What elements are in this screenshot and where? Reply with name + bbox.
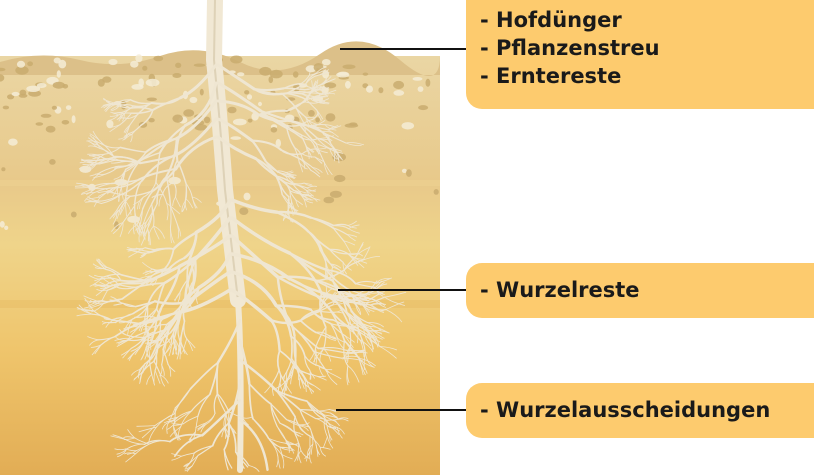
pebble <box>153 56 163 62</box>
pebble <box>72 115 76 123</box>
callout-surface-inputs: - Hofdünger - Pflanzenstreu - Erntereste <box>466 0 814 109</box>
pebble <box>19 94 28 98</box>
pebble <box>402 122 415 129</box>
pebble <box>3 106 9 110</box>
pebble <box>142 66 147 71</box>
label-erntereste: - Erntereste <box>480 62 814 90</box>
pebble <box>66 105 71 110</box>
pebble <box>434 189 439 195</box>
pebble <box>36 122 44 125</box>
pebble <box>227 107 236 114</box>
pebble <box>259 67 271 76</box>
pebble <box>406 169 412 177</box>
pebble <box>139 122 147 128</box>
pebble <box>378 87 383 93</box>
pebble <box>52 106 57 110</box>
label-wurzelreste: - Wurzelreste <box>480 276 814 304</box>
root-branch <box>121 281 147 282</box>
root-branch <box>170 207 171 228</box>
pebble <box>41 114 52 118</box>
pebble <box>247 94 252 99</box>
pebble <box>322 59 331 65</box>
pebble <box>413 77 423 81</box>
pebble <box>363 73 369 76</box>
pebble <box>204 117 210 124</box>
soil-root-illustration <box>0 0 440 475</box>
pebble <box>418 105 428 110</box>
pebble <box>146 79 160 87</box>
pebble <box>102 76 111 82</box>
pebble <box>4 226 8 230</box>
pebble <box>172 73 181 78</box>
pebble <box>343 65 356 70</box>
pebble <box>190 97 198 103</box>
pebble <box>17 61 25 68</box>
pebble <box>393 81 404 89</box>
pebble <box>109 59 118 65</box>
label-hofduenger: - Hofdünger <box>480 6 814 34</box>
pebble <box>194 63 206 66</box>
pebble <box>244 90 249 94</box>
pebble <box>200 89 204 96</box>
pebble <box>269 76 274 83</box>
pebble <box>345 81 351 89</box>
pebble <box>271 127 278 133</box>
pebble <box>334 175 345 182</box>
pebble <box>315 117 320 122</box>
root-branch <box>291 336 292 358</box>
pebble <box>248 119 253 123</box>
pebble <box>46 126 56 133</box>
pebble <box>366 86 373 93</box>
pebble <box>426 79 431 87</box>
pebble <box>27 61 33 66</box>
pebble <box>336 72 349 77</box>
pebble <box>49 159 56 165</box>
callout-root-exudates: - Wurzelausscheidungen <box>466 383 814 438</box>
pebble <box>12 92 20 96</box>
pebble <box>135 54 142 62</box>
pebble <box>237 72 244 76</box>
pebble <box>324 82 336 88</box>
pebble <box>53 82 65 89</box>
pebble <box>233 119 247 126</box>
pebble <box>293 71 299 77</box>
pebble <box>131 84 143 90</box>
pebble <box>175 63 181 68</box>
pebble <box>330 191 342 198</box>
pebble <box>239 207 248 215</box>
pebble <box>1 167 5 171</box>
pebble <box>418 86 424 92</box>
leader-line-middle <box>338 289 466 291</box>
pebble <box>183 109 194 117</box>
pebble <box>148 118 154 122</box>
pebble <box>258 102 262 106</box>
callout-root-residues: - Wurzelreste <box>466 263 814 318</box>
pebble <box>323 197 334 204</box>
pebble <box>172 115 183 123</box>
pebble <box>8 139 18 146</box>
pebble <box>57 70 61 77</box>
pebble <box>0 221 5 228</box>
pebble <box>308 110 315 117</box>
pebble <box>230 136 241 140</box>
pebble <box>244 193 251 201</box>
pebble <box>345 123 358 127</box>
leader-line-bottom <box>336 409 466 411</box>
leader-line-top <box>340 48 466 50</box>
pebble <box>54 58 61 64</box>
pebble <box>71 212 77 218</box>
pebble <box>62 120 70 125</box>
pebble <box>147 98 157 102</box>
pebble <box>326 113 336 121</box>
pebble <box>230 56 242 64</box>
pebble <box>37 83 47 88</box>
pebble <box>393 90 404 96</box>
label-pflanzenstreu: - Pflanzenstreu <box>480 34 814 62</box>
label-wurzelausscheidungen: - Wurzelausscheidungen <box>480 396 814 424</box>
